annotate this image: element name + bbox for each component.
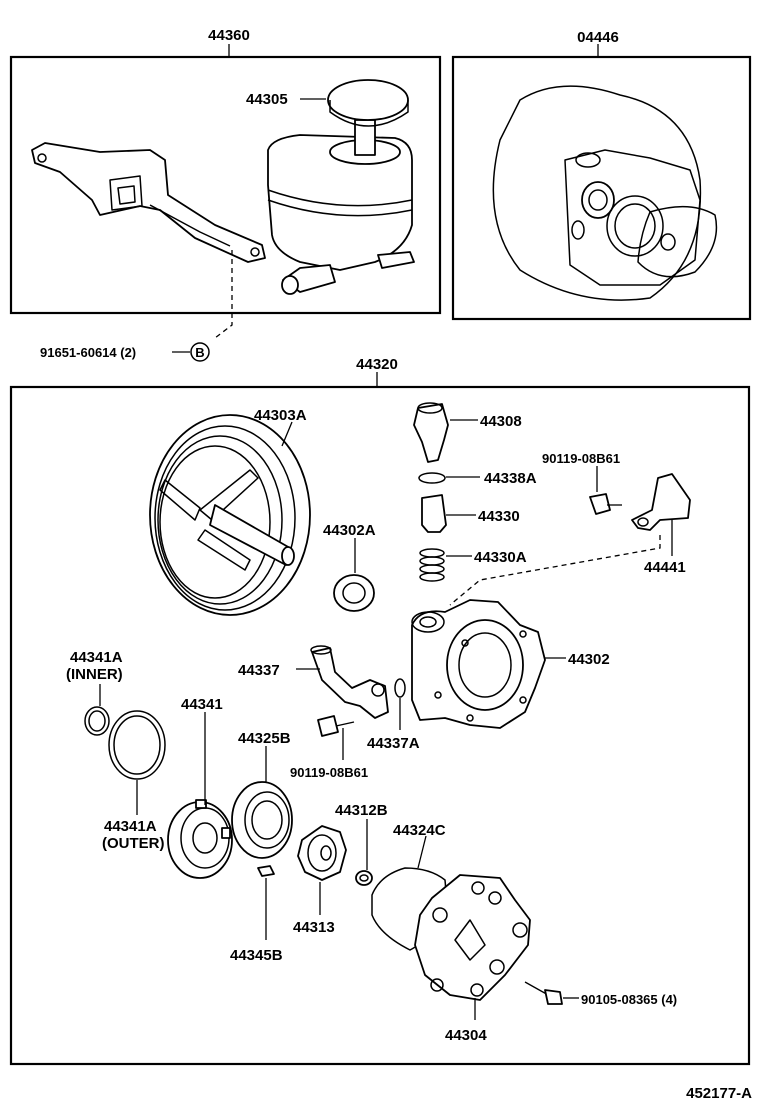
fitting-oring-drawing bbox=[418, 472, 446, 484]
oil-seal-drawing bbox=[333, 574, 375, 612]
callout-pressure-plate: 44325B bbox=[238, 730, 291, 747]
callout-reservoir: 44305 bbox=[246, 91, 288, 108]
fitting-drawing bbox=[413, 402, 449, 463]
diagram-id: 452177-A bbox=[686, 1085, 752, 1102]
callout-pulley: 44303A bbox=[254, 407, 307, 424]
bracket-drawing bbox=[631, 473, 691, 531]
union-bolt-drawing bbox=[317, 715, 339, 737]
callout-cam-ring: 44341 bbox=[181, 696, 223, 713]
outer-oring-inner-edge bbox=[113, 715, 161, 775]
bracket-bolt-drawing bbox=[589, 493, 611, 515]
gasket-kit-group-box bbox=[451, 55, 752, 321]
pump-body-drawing bbox=[411, 599, 546, 729]
callout-oil-seal: 44302A bbox=[323, 522, 376, 539]
callout-bracket-bolt: 90119-08B61 bbox=[542, 451, 620, 466]
callout-inner-note: (INNER) bbox=[66, 666, 123, 683]
callout-cover-bolt: 90105-08365 (4) bbox=[581, 992, 677, 1007]
callout-rotor: 44313 bbox=[293, 919, 335, 936]
callout-leader-cover-oring bbox=[417, 835, 427, 869]
inner-oring-inner-edge bbox=[88, 710, 106, 732]
callout-bolt-ref: 91651-60614 (2) bbox=[40, 345, 136, 360]
pump-group-box bbox=[9, 385, 751, 1066]
reservoir-group-label: 44360 bbox=[208, 27, 250, 44]
cover-bolt-drawing bbox=[524, 981, 563, 1005]
union-oring-drawing bbox=[394, 678, 406, 698]
callout-valve: 44330 bbox=[478, 508, 520, 525]
pressure-plate-drawing bbox=[231, 781, 293, 859]
reservoir-bracket-drawing bbox=[31, 142, 266, 263]
gasket-kit-drawing bbox=[492, 85, 718, 301]
bolt-ref-dashed-leader bbox=[214, 250, 233, 339]
callout-valve-spring: 44330A bbox=[474, 549, 527, 566]
callout-rear-cover: 44304 bbox=[445, 1027, 487, 1044]
callout-union: 44337 bbox=[238, 662, 280, 679]
valve-drawing bbox=[421, 494, 447, 533]
union-drawing bbox=[310, 645, 389, 719]
callout-plate-pin: 44312B bbox=[335, 802, 388, 819]
gasket-kit-group-label: 04446 bbox=[577, 29, 619, 46]
reservoir-group-box bbox=[9, 55, 442, 315]
plate-pin-drawing bbox=[355, 870, 373, 886]
reservoir-tank-drawing bbox=[267, 79, 415, 295]
pump-group-label: 44320 bbox=[356, 356, 398, 373]
pulley-drawing bbox=[149, 414, 311, 616]
rear-cover-drawing bbox=[414, 874, 531, 1001]
callout-outer-oring: 44341A bbox=[104, 818, 157, 835]
union-bolt-shank bbox=[335, 721, 355, 727]
callout-pump-body: 44302 bbox=[568, 651, 610, 668]
callout-leader-pulley bbox=[281, 421, 293, 447]
callout-fitting: 44308 bbox=[480, 413, 522, 430]
callout-bracket: 44441 bbox=[644, 559, 686, 576]
callout-cover-oring: 44324C bbox=[393, 822, 446, 839]
pin-drawing bbox=[257, 865, 275, 877]
bolt-ref-marker: B bbox=[195, 345, 204, 360]
callout-outer-note: (OUTER) bbox=[102, 835, 165, 852]
callout-union-oring: 44337A bbox=[367, 735, 420, 752]
callout-union-bolt: 90119-08B61 bbox=[290, 765, 368, 780]
inner-oring-drawing bbox=[84, 706, 110, 736]
callout-fitting-oring: 44338A bbox=[484, 470, 537, 487]
callout-inner-oring: 44341A bbox=[70, 649, 123, 666]
valve-spring-drawing bbox=[419, 548, 445, 582]
outer-oring-drawing bbox=[108, 710, 166, 780]
bracket-dashed-leader bbox=[449, 535, 661, 606]
callout-pin: 44345B bbox=[230, 947, 283, 964]
rotor-drawing bbox=[297, 825, 347, 881]
cam-ring-drawing bbox=[167, 799, 233, 879]
bolt-ref-marker-circle bbox=[190, 342, 210, 362]
